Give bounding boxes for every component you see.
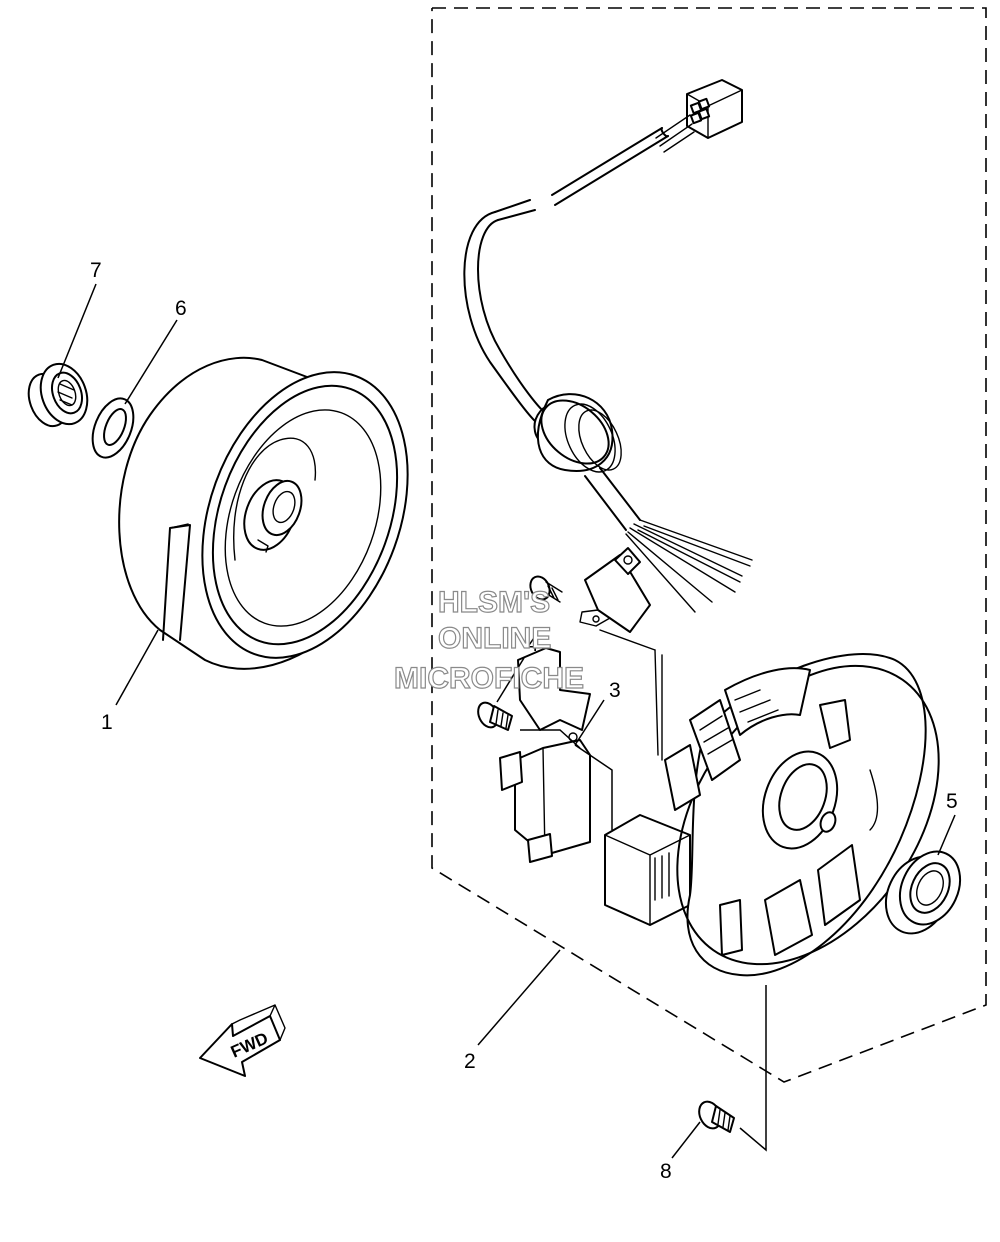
part-3-rectifier-unit[interactable] (499, 647, 591, 863)
part-1-flywheel-rotor[interactable] (118, 343, 445, 686)
part-5-bearing[interactable] (874, 842, 972, 944)
watermark-line-1: HLSM'S (438, 586, 550, 619)
callout-3: 3 (609, 679, 621, 702)
callout-7: 7 (90, 259, 102, 282)
part-7-nut[interactable] (22, 357, 95, 431)
part-6-washer[interactable] (85, 393, 142, 464)
callout-5: 5 (946, 790, 958, 813)
fwd-direction-arrow: FWD (199, 1004, 286, 1077)
part-4-screw[interactable] (474, 699, 513, 731)
pickup-coil-bracket (579, 547, 651, 633)
pickup-screw (529, 575, 563, 603)
watermark-line-2: ONLINE (438, 622, 551, 655)
callout-4: 4 (527, 633, 539, 656)
part-2-wire-harness (463, 79, 753, 613)
callout-2: 2 (464, 1050, 476, 1073)
callout-1: 1 (101, 711, 113, 734)
callout-8: 8 (660, 1160, 672, 1183)
part-8-screw[interactable] (695, 1098, 735, 1133)
callout-6: 6 (175, 297, 187, 320)
stator-assembly-boundary (431, 7, 987, 1083)
stator-plate (599, 629, 940, 977)
leader-lines (57, 283, 956, 1159)
watermark: HLSM'S ONLINE MICROFICHE (393, 585, 584, 695)
watermark-line-3: MICROFICHE (394, 662, 584, 695)
callout-labels: 7 6 1 2 3 4 5 8 (90, 259, 958, 1183)
